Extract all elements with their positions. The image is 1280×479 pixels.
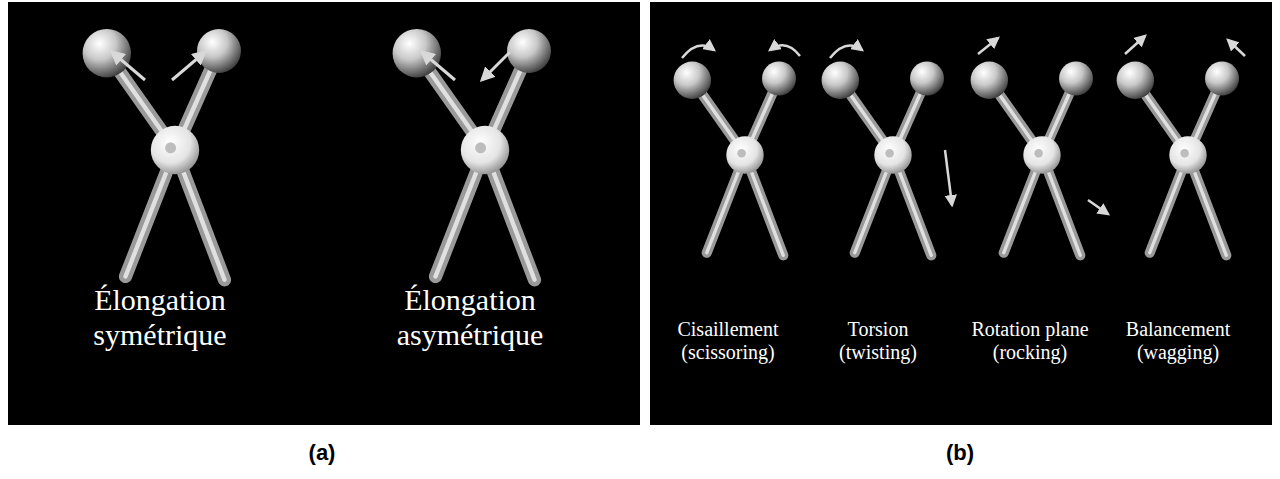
molecule [393,29,551,280]
panel-letter: (b) [946,440,974,465]
motion-arrows [682,36,1245,214]
molecule [822,61,944,255]
vibration-label: Élongation symétrique [70,283,250,352]
vibration-label: Élongation asymétrique [373,283,568,352]
molecule [971,61,1093,255]
panel-b [650,2,1272,425]
molecule [1117,61,1239,255]
panel-a [8,2,640,425]
vibration-label: Torsion (twisting) [822,318,934,364]
molecule [674,61,796,255]
vibration-label: Cisaillement (scissoring) [667,318,789,364]
motion-arrows [112,52,510,80]
vibration-label: Balancement (wagging) [1114,318,1242,364]
molecule [83,29,241,280]
vibration-label: Rotation plane (rocking) [961,318,1099,364]
panel-letter: (a) [309,440,336,465]
